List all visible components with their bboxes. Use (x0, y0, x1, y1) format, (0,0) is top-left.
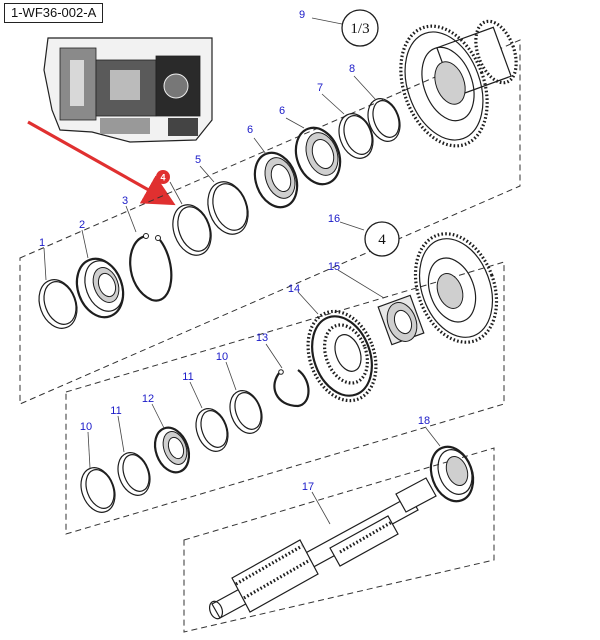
part-11-ring-upper (195, 408, 229, 452)
callout-16: 16 (328, 213, 340, 225)
shaft-outline (183, 447, 495, 633)
part-12-bushing (153, 426, 191, 474)
part-3-circlip (129, 233, 173, 302)
part-6-bushing-a (253, 151, 299, 209)
callout-13: 13 (256, 332, 268, 344)
part-7-ring (338, 113, 374, 159)
part-11-ring-lower (117, 452, 151, 496)
part-9-double-gear (399, 19, 518, 148)
highlight-badge-label: 4 (160, 173, 165, 183)
part-2-bearing (75, 257, 125, 319)
callout-1: 1 (39, 237, 45, 249)
part-10-snap-ring-upper (229, 390, 263, 434)
part-5-ring (207, 181, 249, 235)
callout-11b: 11 (110, 405, 121, 417)
upper-assembly-outline (19, 39, 521, 405)
part-6-bushing-b (294, 126, 342, 186)
part-14-synchronizer-hub (306, 309, 378, 403)
part-4-ring (172, 204, 212, 256)
part-18-bearing (429, 445, 475, 503)
callout-11a: 11 (182, 371, 193, 383)
callout-18: 18 (418, 415, 430, 427)
highlight-badge (156, 170, 170, 184)
callout-9: 9 (299, 9, 305, 21)
reference-code: 1-WF36-002-A (4, 3, 104, 23)
callout-15: 15 (328, 261, 340, 273)
callout-7: 7 (317, 82, 323, 94)
callout-6a: 6 (247, 124, 253, 136)
callout-8: 8 (349, 63, 355, 75)
lower-assembly-outline (65, 261, 505, 535)
callout-12: 12 (142, 393, 154, 405)
part-16-gear (413, 232, 499, 344)
part-15-sleeve (377, 294, 425, 346)
assembly-bubble-lower-label: 4 (378, 232, 386, 248)
part-8-snap-ring (367, 98, 401, 142)
transmission-housing-thumbnail (43, 37, 213, 143)
callout-5: 5 (195, 154, 201, 166)
part-17-main-shaft (208, 477, 437, 620)
callout-10b: 10 (80, 421, 92, 433)
assembly-bubble-lower (364, 221, 400, 257)
callout-10a: 10 (216, 351, 228, 363)
red-arrow-pointer (27, 120, 176, 206)
callout-3: 3 (122, 195, 128, 207)
callout-14: 14 (288, 283, 300, 295)
leader-lines (43, 17, 441, 525)
callout-2: 2 (79, 219, 85, 231)
callout-17: 17 (302, 481, 314, 493)
callout-6b: 6 (279, 105, 285, 117)
part-1-snap-ring (38, 279, 78, 329)
part-13-circlip (273, 369, 310, 408)
assembly-bubble-upper (341, 9, 379, 47)
assembly-bubble-upper-label: 1/3 (350, 21, 369, 37)
part-10-snap-ring-lower (80, 467, 116, 513)
